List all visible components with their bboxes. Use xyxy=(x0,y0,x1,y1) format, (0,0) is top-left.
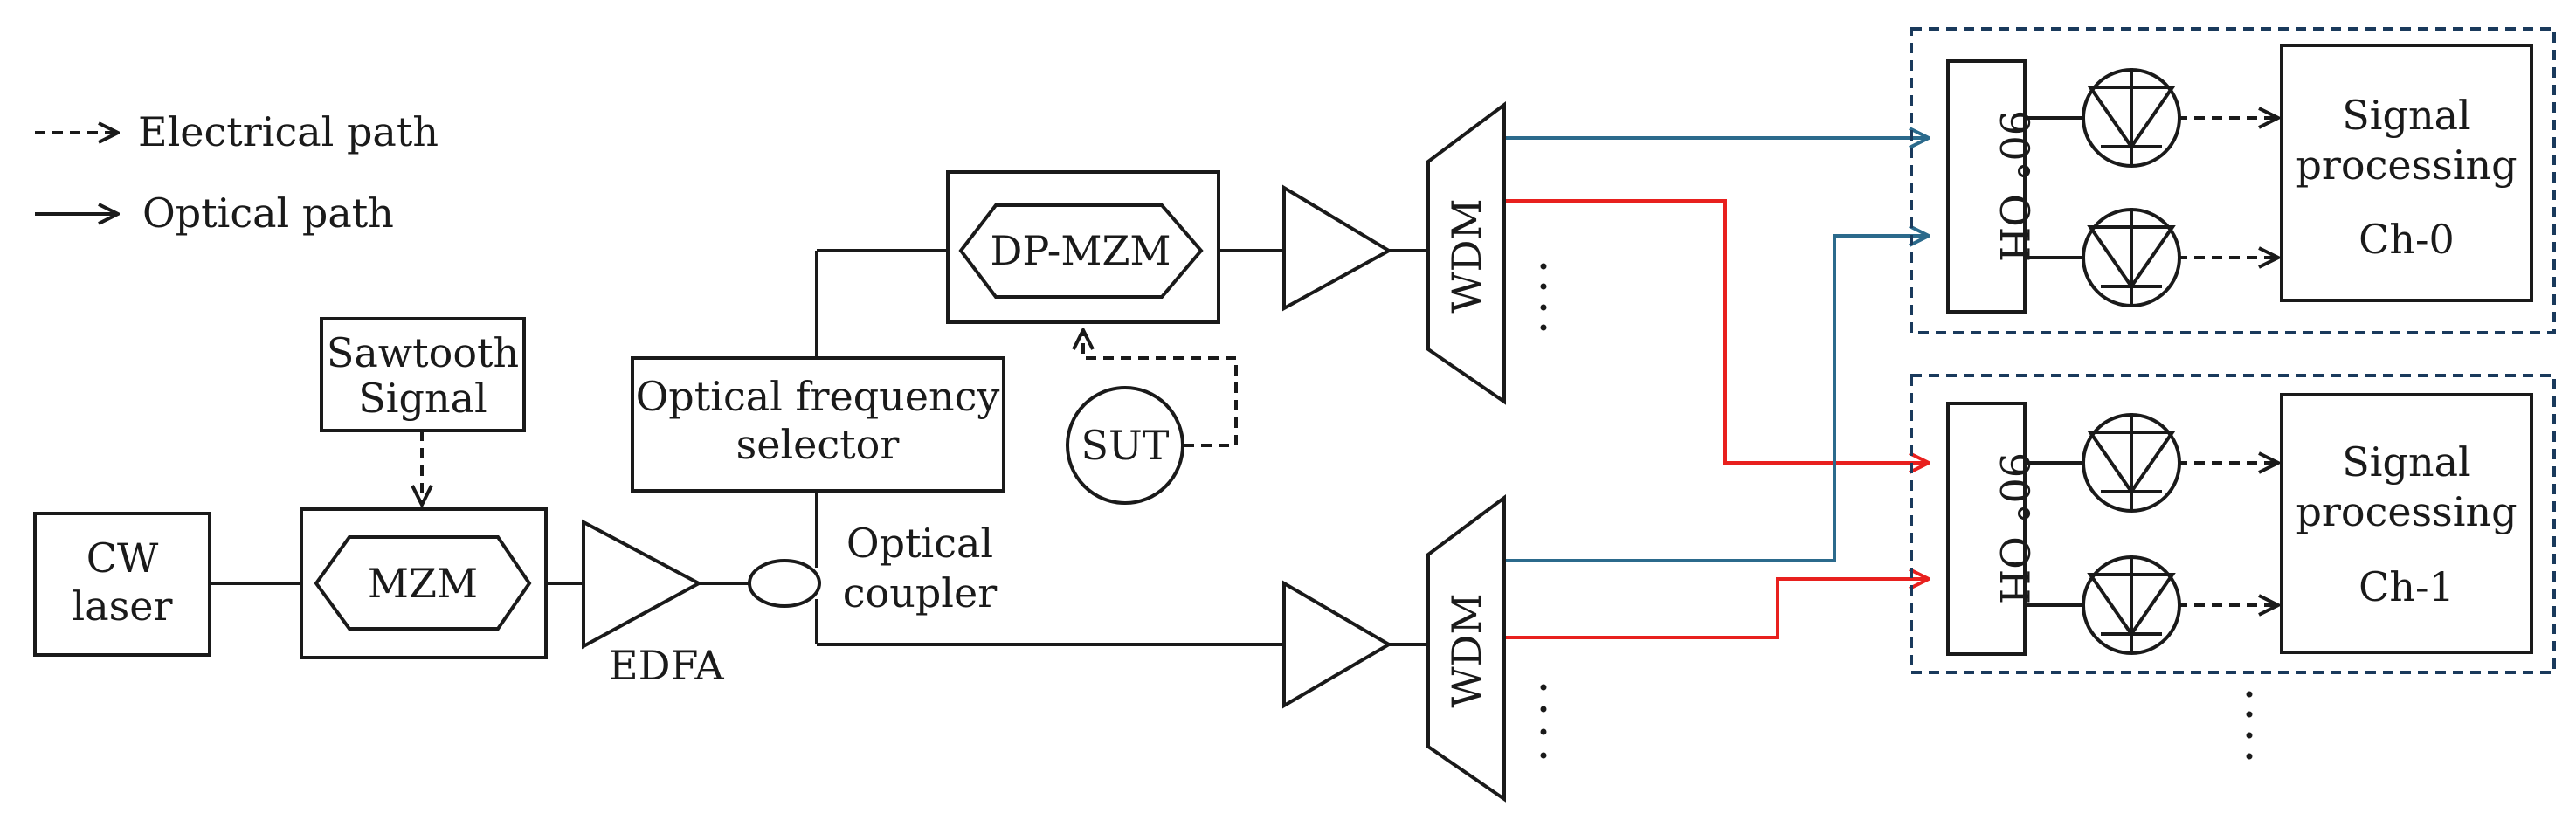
svg-text:selector: selector xyxy=(736,421,900,468)
legend-electrical-label: Electrical path xyxy=(138,108,439,155)
svg-text:Optical frequency: Optical frequency xyxy=(636,373,1000,420)
wdm-outputs xyxy=(1504,138,1929,639)
svg-text:WDM: WDM xyxy=(1443,198,1490,313)
svg-text:coupler: coupler xyxy=(843,569,997,617)
svg-text:MZM: MZM xyxy=(368,560,478,607)
photodiode-icon xyxy=(2082,208,2181,307)
dp-mzm-block: DP-MZM xyxy=(946,170,1220,324)
svg-text:90° OH: 90° OH xyxy=(1991,452,2038,604)
svg-text:Optical: Optical xyxy=(846,520,993,567)
sawtooth-signal-block: Sawtooth Signal xyxy=(320,317,526,432)
receiver-ch0: 90° OH Signal processing Ch-0 xyxy=(1910,27,2556,334)
wdm-lower: WDM xyxy=(1426,494,1547,803)
legend: Electrical path Optical path xyxy=(35,108,439,237)
cw-laser-block: CW laser xyxy=(33,512,211,657)
mzm-block: MZM xyxy=(300,507,548,659)
svg-text:Ch-1: Ch-1 xyxy=(2358,563,2455,610)
photodiode-icon xyxy=(2082,555,2181,655)
svg-text:90° OH: 90° OH xyxy=(1991,110,2038,262)
svg-text:CW: CW xyxy=(86,534,159,582)
svg-text:WDM: WDM xyxy=(1443,593,1490,707)
photodiode-icon xyxy=(2082,68,2181,168)
continuation-dots xyxy=(2246,691,2253,760)
receiver-ch1: 90° OH Signal processing Ch-1 xyxy=(1910,374,2556,674)
optical-wiring xyxy=(211,116,2086,646)
svg-text:Signal: Signal xyxy=(2342,438,2470,486)
edfa-amplifier: EDFA xyxy=(582,519,724,689)
svg-text:Signal: Signal xyxy=(358,375,487,422)
svg-text:laser: laser xyxy=(73,582,173,630)
svg-text:Ch-0: Ch-0 xyxy=(2358,216,2455,263)
svg-text:Sawtooth: Sawtooth xyxy=(327,329,519,376)
svg-text:SUT: SUT xyxy=(1081,422,1170,469)
optical-coupler: Optical coupler xyxy=(748,520,997,617)
svg-text:processing: processing xyxy=(2296,488,2517,535)
sut-source: SUT xyxy=(1066,386,1184,505)
svg-text:Signal: Signal xyxy=(2342,92,2470,139)
svg-text:DP-MZM: DP-MZM xyxy=(990,227,1171,274)
amplifier-upper xyxy=(1282,184,1393,312)
svg-text:EDFA: EDFA xyxy=(609,642,724,689)
svg-text:processing: processing xyxy=(2296,141,2517,189)
amplifier-lower xyxy=(1282,580,1392,709)
wdm-upper: WDM xyxy=(1426,101,1547,405)
optical-frequency-selector-block: Optical frequency selector xyxy=(631,356,1005,493)
legend-optical-label: Optical path xyxy=(142,190,394,237)
photodiode-icon xyxy=(2082,413,2181,513)
electrical-wiring xyxy=(422,118,2278,605)
